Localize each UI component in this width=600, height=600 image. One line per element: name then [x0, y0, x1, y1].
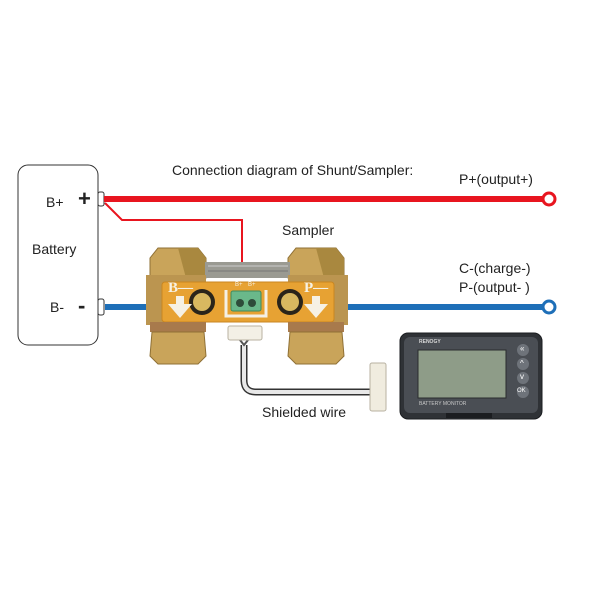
arrow-down-left-icon — [168, 296, 192, 318]
terminal-label-1: B+ — [235, 282, 243, 288]
diagram-title: Connection diagram of Shunt/Sampler: — [172, 162, 414, 178]
plate-label-left: B— — [168, 280, 194, 296]
battery-label: Battery — [32, 241, 77, 257]
shunt-sampler — [146, 247, 348, 365]
charge-negative-label: C-(charge-) — [459, 260, 531, 276]
monitor-button-down[interactable]: v — [520, 372, 524, 381]
lcd-screen — [417, 349, 507, 399]
battery-negative-terminal — [97, 298, 105, 316]
back-button-icon — [517, 344, 529, 356]
monitor-button-up[interactable]: ^ — [520, 359, 524, 368]
ok-button-icon — [517, 386, 529, 398]
down-button-icon — [517, 372, 529, 384]
shielded-wire-label: Shielded wire — [262, 404, 347, 420]
monitor-button-ok[interactable]: OK — [517, 388, 526, 394]
green-terminal-block — [230, 290, 262, 312]
battery-monitor — [399, 332, 543, 420]
up-button-icon — [517, 358, 529, 370]
terminal-label-2: B+ — [248, 282, 256, 288]
sampler-label: Sampler — [282, 222, 335, 238]
sampler-sense-wire — [104, 202, 243, 272]
monitor-button-back[interactable]: « — [520, 344, 525, 353]
sampler-connector — [227, 325, 263, 341]
battery-negative-label: B- — [50, 299, 64, 315]
positive-output-label: P+(output+) — [459, 171, 533, 187]
monitor-brand: RENOGY — [419, 339, 441, 345]
arrow-down-right-icon — [304, 296, 328, 318]
monitor-connector — [369, 362, 387, 412]
battery-box — [17, 164, 99, 346]
battery-positive-label: B+ — [46, 194, 64, 210]
battery-negative-symbol: - — [78, 293, 86, 318]
monitor-caption: BATTERY MONITOR — [419, 401, 467, 407]
battery-positive-symbol: + — [78, 186, 91, 211]
nut-bottom-right — [287, 331, 345, 365]
nut-bottom-left — [149, 331, 207, 365]
plate-label-right: P— — [304, 280, 329, 296]
battery-positive-terminal — [97, 191, 105, 207]
negative-output-terminal — [541, 299, 557, 315]
positive-output-terminal — [541, 191, 557, 207]
output-negative-label: P-(output- ) — [459, 279, 530, 295]
